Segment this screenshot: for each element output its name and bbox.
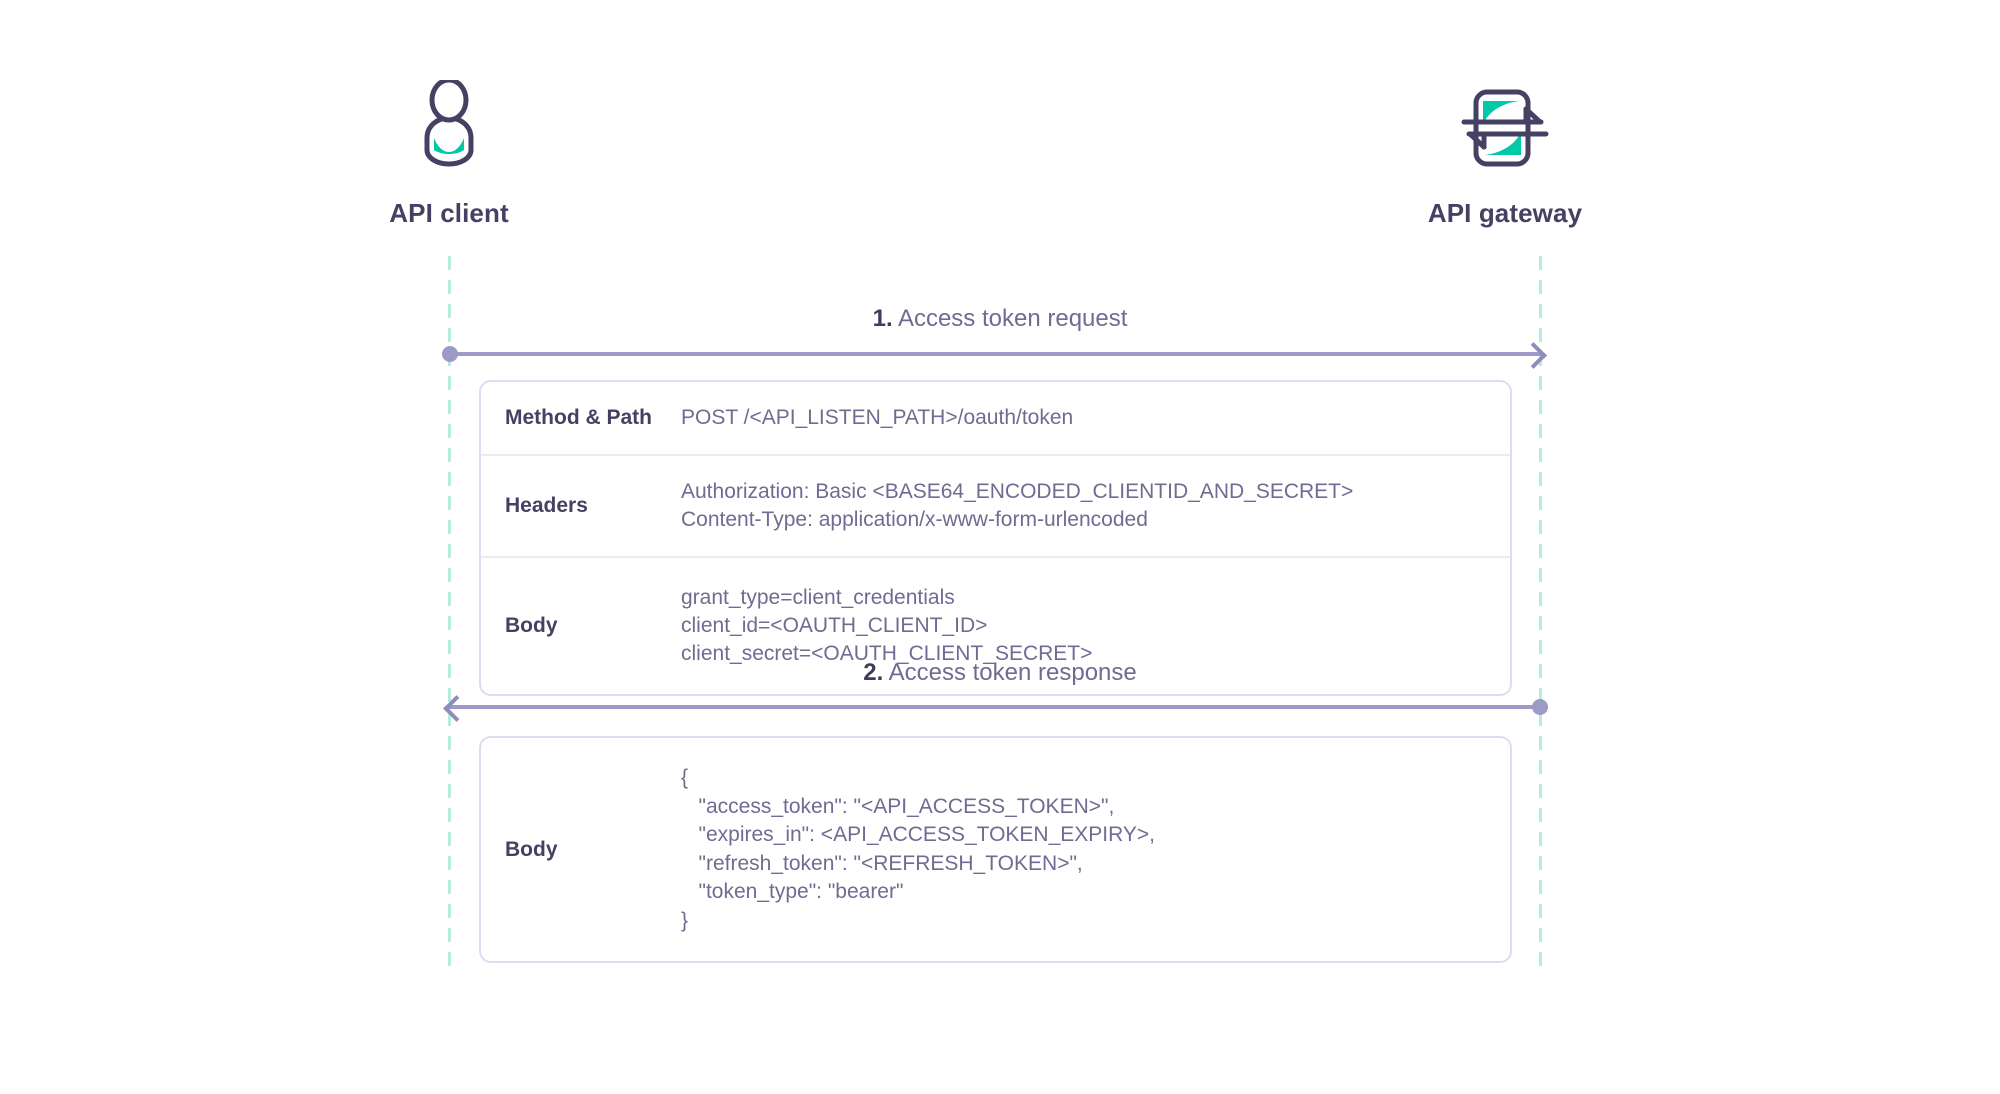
table-row: Body { "access_token": "<API_ACCESS_TOKE… [481, 738, 1510, 961]
table-row: Headers Authorization: Basic <BASE64_ENC… [481, 456, 1510, 558]
row-value-line: { [681, 766, 689, 789]
row-key: Headers [505, 494, 588, 517]
row-value-line: "token_type": "bearer" [681, 880, 904, 903]
row-value-line: client_secret=<OAUTH_CLIENT_SECRET> [681, 642, 1093, 665]
row-value-line: POST /<API_LISTEN_PATH>/oauth/token [681, 406, 1074, 429]
row-value: { "access_token": "<API_ACCESS_TOKEN>", … [681, 764, 1175, 935]
response-detail-table: Body { "access_token": "<API_ACCESS_TOKE… [479, 736, 1512, 963]
message-label-1: 1. Access token request [450, 305, 1550, 333]
row-value-line: client_id=<OAUTH_CLIENT_ID> [681, 614, 988, 637]
row-value-line: } [681, 908, 689, 932]
message-number-1: 1. [872, 305, 893, 332]
user-icon [299, 75, 599, 180]
arrow-head-right-icon [1520, 342, 1547, 369]
row-value-line: Authorization: Basic <BASE64_ENCODED_CLI… [681, 480, 1354, 503]
row-value-line: "access_token": "<API_ACCESS_TOKEN>", [681, 794, 1115, 818]
row-value: grant_type=client_credentials client_id=… [681, 584, 1112, 668]
row-value: Authorization: Basic <BASE64_ENCODED_CLI… [681, 478, 1373, 534]
message-label-2: 2. Access token response [450, 659, 1550, 687]
row-value: POST /<API_LISTEN_PATH>/oauth/token [681, 404, 1093, 432]
row-value-line: "refresh_token": "<REFRESH_TOKEN>", [681, 851, 1083, 875]
row-key: Method & Path [505, 406, 652, 429]
arrow-origin-dot [442, 346, 458, 362]
actor-label-client: API client [389, 198, 509, 228]
table-row: Body grant_type=client_credentials clien… [481, 558, 1510, 694]
row-key: Body [505, 837, 558, 861]
lifeline-client [448, 256, 451, 966]
message-text-2: Access token response [888, 659, 1137, 686]
request-detail-table: Method & Path POST /<API_LISTEN_PATH>/oa… [479, 380, 1512, 696]
message-number-2: 2. [863, 659, 884, 686]
row-value-line: grant_type=client_credentials [681, 586, 955, 609]
gateway-icon [1355, 75, 1655, 180]
message-arrow-2 [443, 695, 1548, 722]
row-value-line: Content-Type: application/x-www-form-url… [681, 508, 1148, 531]
arrow-line [449, 352, 1541, 356]
row-key: Body [505, 614, 558, 637]
message-arrow-1 [442, 342, 1547, 369]
arrow-origin-dot [1532, 699, 1548, 715]
message-text-1: Access token request [897, 305, 1128, 332]
actor-api-client: API client [299, 75, 599, 229]
table-row: Method & Path POST /<API_LISTEN_PATH>/oa… [481, 382, 1510, 456]
arrow-line [449, 705, 1541, 709]
lifeline-gateway [1539, 256, 1542, 966]
actor-api-gateway: API gateway [1355, 75, 1655, 229]
row-value-line: "expires_in": <API_ACCESS_TOKEN_EXPIRY>, [681, 823, 1156, 846]
actor-label-gateway: API gateway [1427, 198, 1583, 228]
